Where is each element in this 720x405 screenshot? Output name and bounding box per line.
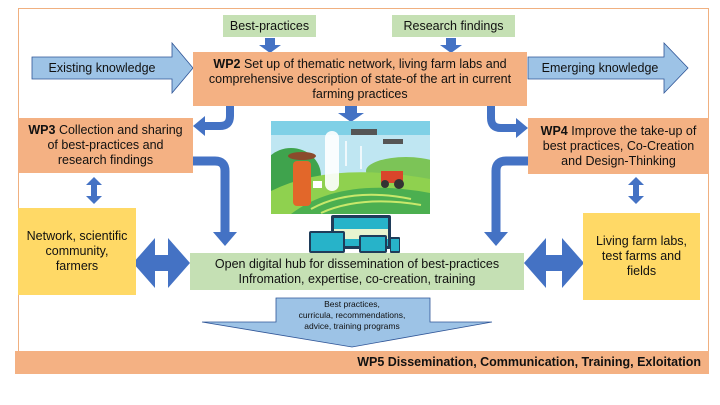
wp4-code: WP4 [540,123,568,138]
wp5-bar: WP5 Dissemination, Communication, Traini… [15,351,709,374]
hub-line-1: Open digital hub for dissemination of be… [214,256,500,271]
outputs-line-2: curricula, recommendations, [298,310,406,320]
wp3-text: Collection and sharing of best-practices… [47,123,183,167]
screen-content [334,229,388,239]
outputs-down-arrow [201,297,493,348]
wp4-box: WP4 Improve the take-up of best practice… [528,118,709,174]
drone-2 [383,139,403,144]
sky-top [271,121,430,135]
research-findings-box: Research findings [392,15,515,37]
wp3-box: WP3 Collection and sharing of best-pract… [18,118,193,173]
outputs-line-1: Best practices, [324,299,380,309]
tractor-wheel [381,180,389,188]
living-labs-box-text: Living farm labs, test farms and fields [595,234,687,278]
tablet-screen [361,237,385,251]
best-practices-label: Best-practices [229,18,310,33]
wp3-to-hub-arrow [193,156,230,232]
wp2-to-wp3-arrowhead [193,116,205,136]
wp3-code: WP3 [28,123,56,137]
living-labs-box: Living farm labs, test farms and fields [583,213,700,300]
sensor-panel [325,131,339,191]
network-box: Network, scientific community, farmers [18,208,136,295]
best-practices-box: Best-practices [223,15,316,37]
tractor-wheel [394,179,404,189]
outputs-line-3: advice, training programs [304,321,400,331]
farmer [293,161,311,206]
hub-labs-double-arrow [524,238,584,288]
wp5-text: WP5 Dissemination, Communication, Traini… [357,355,701,369]
drone [351,129,377,135]
best-practices-down-arrow [259,38,281,53]
divider [307,214,387,215]
hub-line-2: Infromation, expertise, co-creation, tra… [238,271,476,286]
network-hub-double-arrow [133,238,190,288]
wp2-to-wp4-arrowhead [516,118,528,138]
field-row-1 [310,193,412,210]
smart-farming-illustration [271,121,430,253]
field-row-2 [320,200,422,214]
wp2-text: Set up of thematic network, living farm … [208,56,512,101]
emerging-knowledge-text: Emerging knowledge [541,61,659,75]
wp2-code: WP2 [213,56,241,71]
existing-knowledge-text: Existing knowledge [48,61,156,75]
network-box-text: Network, scientific community, farmers [26,229,128,273]
digital-hub-box: Open digital hub for dissemination of be… [190,253,524,290]
wp4-to-hub-arrow [491,156,528,232]
wp2-to-wp4-arrow [487,106,516,132]
wp2-center-down-arrow [338,106,364,122]
research-findings-down-arrow [440,38,462,53]
wp4-text: Improve the take-up of best practices, C… [542,123,697,168]
field-near [291,187,430,214]
wp2-to-wp3-arrow [205,106,234,130]
wp2-box: WP2 Set up of thematic network, living f… [193,52,527,106]
existing-knowledge-arrow [31,41,194,95]
outputs-arrow-label: Best practices, curricula, recommendatio… [262,299,442,332]
wp3-to-hub-arrowhead [213,232,237,246]
farmer-hat [288,152,316,160]
wp4-labs-double-arrow [628,177,644,204]
wp3-network-double-arrow [86,177,102,204]
existing-knowledge-label: Existing knowledge [32,57,172,79]
laptop-screen [311,233,343,251]
research-findings-label: Research findings [403,18,504,33]
emerging-knowledge-arrow [527,42,689,94]
emerging-knowledge-label: Emerging knowledge [535,57,665,79]
wp4-to-hub-arrowhead [484,232,508,246]
phone-screen [391,239,399,251]
tablet [313,181,322,188]
